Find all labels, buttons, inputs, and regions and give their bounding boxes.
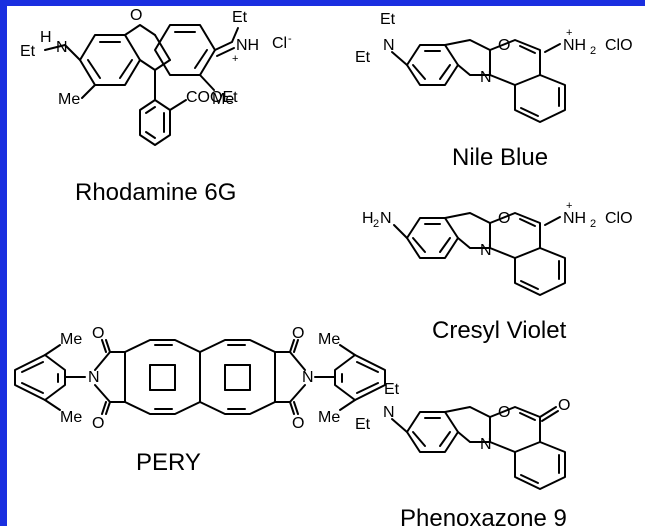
nileblue-Et-top: Et — [380, 11, 396, 28]
rhodamine-O: O — [130, 7, 142, 24]
label-pery: PERY — [136, 449, 201, 476]
pery-Me-3: Me — [318, 331, 340, 348]
pery-O-2: O — [92, 415, 104, 432]
rhodamine-6g-structure: O H N Et Et NH + Cl - Me Me COOEt — [20, 7, 292, 146]
nileblue-counterion: ClO — [605, 37, 633, 54]
nile-blue-structure: O N N Et Et NH 2 + ClO — [355, 11, 633, 123]
rhodamine-COOEt: COOEt — [186, 89, 238, 106]
nileblue-N-ring: N — [480, 69, 492, 86]
rhodamine-N-left: N — [56, 39, 68, 56]
pery-O-3: O — [292, 325, 304, 342]
cresyl-plus: + — [566, 200, 572, 212]
phenoxazone-Et-left: Et — [355, 416, 371, 433]
nileblue-N: N — [383, 37, 395, 54]
nileblue-O: O — [498, 37, 510, 54]
pery-O-1: O — [92, 325, 104, 342]
rhodamine-minus: - — [288, 33, 292, 45]
rhodamine-Et-right: Et — [232, 9, 248, 26]
rhodamine-H-left: H — [40, 29, 52, 46]
label-cresyl-violet: Cresyl Violet — [432, 317, 567, 344]
pery-Me-2: Me — [60, 409, 82, 426]
cresyl-counterion: ClO — [605, 210, 633, 227]
cresyl-N-ring: N — [480, 242, 492, 259]
pery-O-4: O — [292, 415, 304, 432]
cresyl-O: O — [498, 210, 510, 227]
frame-top — [0, 0, 645, 6]
cresyl-H2N-N: N — [380, 210, 392, 227]
cresyl-H2N-sub: 2 — [373, 218, 379, 230]
rhodamine-Me-right: Me — [212, 91, 234, 108]
phenoxazone-Et-top: Et — [384, 381, 400, 398]
cresyl-violet-structure: O N H 2 N NH 2 + ClO — [362, 200, 633, 296]
cresyl-NH2: NH — [563, 210, 586, 227]
pery-N-left: N — [88, 369, 100, 386]
cresyl-H2N-H: H — [362, 210, 374, 227]
pery-N-right: N — [302, 369, 314, 386]
nileblue-NH2: NH — [563, 37, 586, 54]
rhodamine-Et-left: Et — [20, 43, 36, 60]
label-phenoxazone-9: Phenoxazone 9 — [400, 505, 567, 526]
label-rhodamine-6g: Rhodamine 6G — [75, 179, 236, 206]
nileblue-NH2-sub: 2 — [590, 45, 596, 57]
label-nile-blue: Nile Blue — [452, 144, 548, 171]
nileblue-plus: + — [566, 27, 572, 39]
rhodamine-counterion: Cl — [272, 35, 287, 52]
nileblue-Et-left: Et — [355, 49, 371, 66]
phenoxazone-N-ring: N — [480, 436, 492, 453]
rhodamine-Me-left: Me — [58, 91, 80, 108]
phenoxazone-9-structure: O N O N Et Et — [355, 381, 570, 490]
frame-left — [0, 0, 7, 526]
phenoxazone-O-keto: O — [558, 397, 570, 414]
pery-Me-4: Me — [318, 409, 340, 426]
phenoxazone-O-ring: O — [498, 404, 510, 421]
rhodamine-NH: NH — [236, 37, 259, 54]
phenoxazone-N: N — [383, 404, 395, 421]
pery-structure: N N O O O O Me Me Me Me — [14, 325, 386, 432]
rhodamine-plus: + — [232, 53, 238, 65]
pery-Me-1: Me — [60, 331, 82, 348]
cresyl-NH2-sub: 2 — [590, 218, 596, 230]
